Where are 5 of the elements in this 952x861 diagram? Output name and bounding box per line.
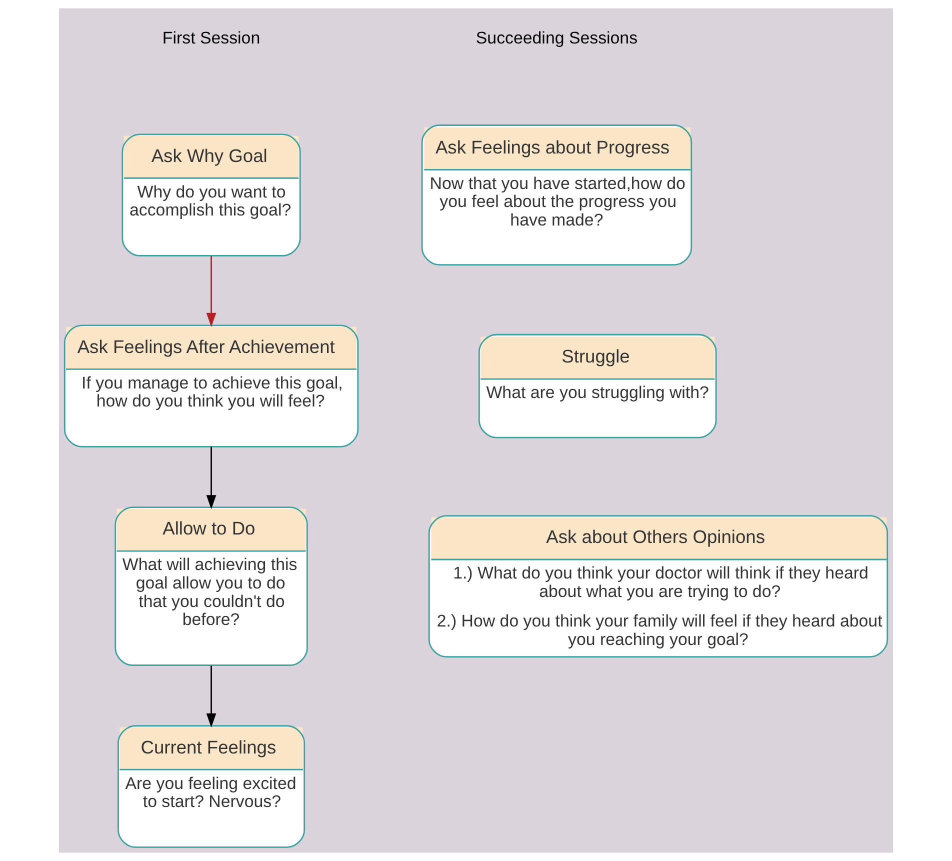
arrow — [206, 446, 216, 510]
arrow — [206, 666, 216, 728]
label: Succeeding Sessions — [476, 28, 638, 48]
arrow — [206, 256, 216, 327]
label: First Session — [162, 28, 260, 48]
